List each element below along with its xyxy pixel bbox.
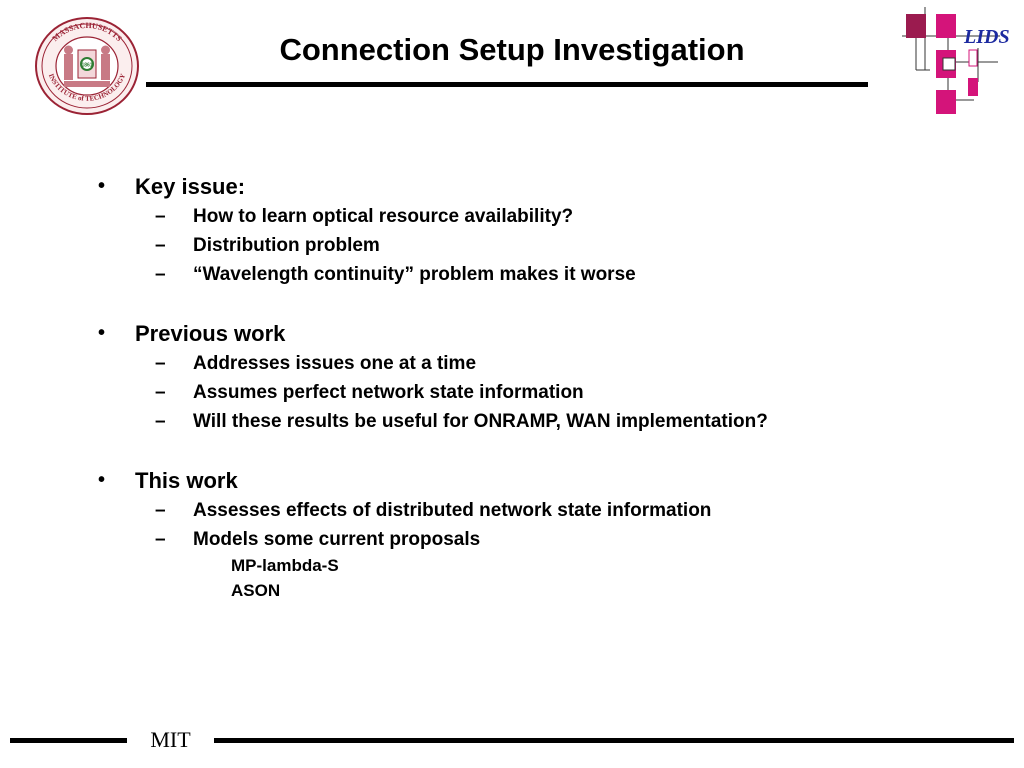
slide-content: • Key issue: – How to learn optical reso… — [98, 174, 768, 600]
dash-marker: – — [155, 264, 166, 285]
sub-list-item: ASON — [231, 581, 281, 600]
footer-rule-right — [214, 738, 1014, 743]
dash-marker: – — [155, 206, 166, 227]
dash-marker: – — [155, 411, 166, 432]
bullet-marker: • — [98, 469, 106, 491]
dash-marker: – — [155, 529, 166, 550]
list-item: Assumes perfect network state informatio… — [193, 382, 584, 403]
sub-list-item: MP-lambda-S — [231, 556, 339, 575]
bullet-marker: • — [98, 175, 106, 197]
seal-center-text: 1861 — [81, 63, 92, 69]
lids-logo — [902, 7, 1000, 114]
title-underline — [146, 82, 868, 87]
list-item: Distribution problem — [193, 235, 380, 256]
dash-marker: – — [155, 500, 166, 521]
bullet-marker: • — [98, 322, 106, 344]
list-item: Addresses issues one at a time — [193, 353, 477, 374]
footer-mit-label: MIT — [150, 727, 191, 752]
footer-rule-left — [10, 738, 127, 743]
list-item: Models some current proposals — [193, 529, 481, 550]
slide-title: Connection Setup Investigation — [279, 32, 745, 67]
dash-marker: – — [155, 382, 166, 403]
dash-marker: – — [155, 235, 166, 256]
section-heading-key-issue: Key issue: — [135, 174, 246, 199]
dash-marker: – — [155, 353, 166, 374]
section-heading-this-work: This work — [135, 468, 238, 493]
lids-logo-text: LIDS — [964, 26, 1010, 48]
list-item: Will these results be useful for ONRAMP,… — [193, 411, 768, 432]
list-item: “Wavelength continuity” problem makes it… — [193, 264, 636, 285]
list-item: Assesses effects of distributed network … — [193, 500, 712, 521]
mit-seal-logo: MASSACHUSETTS INSTITUTE of TECHNOLOGY 18… — [35, 17, 139, 115]
list-item: How to learn optical resource availabili… — [193, 206, 574, 227]
section-heading-previous-work: Previous work — [135, 321, 286, 346]
